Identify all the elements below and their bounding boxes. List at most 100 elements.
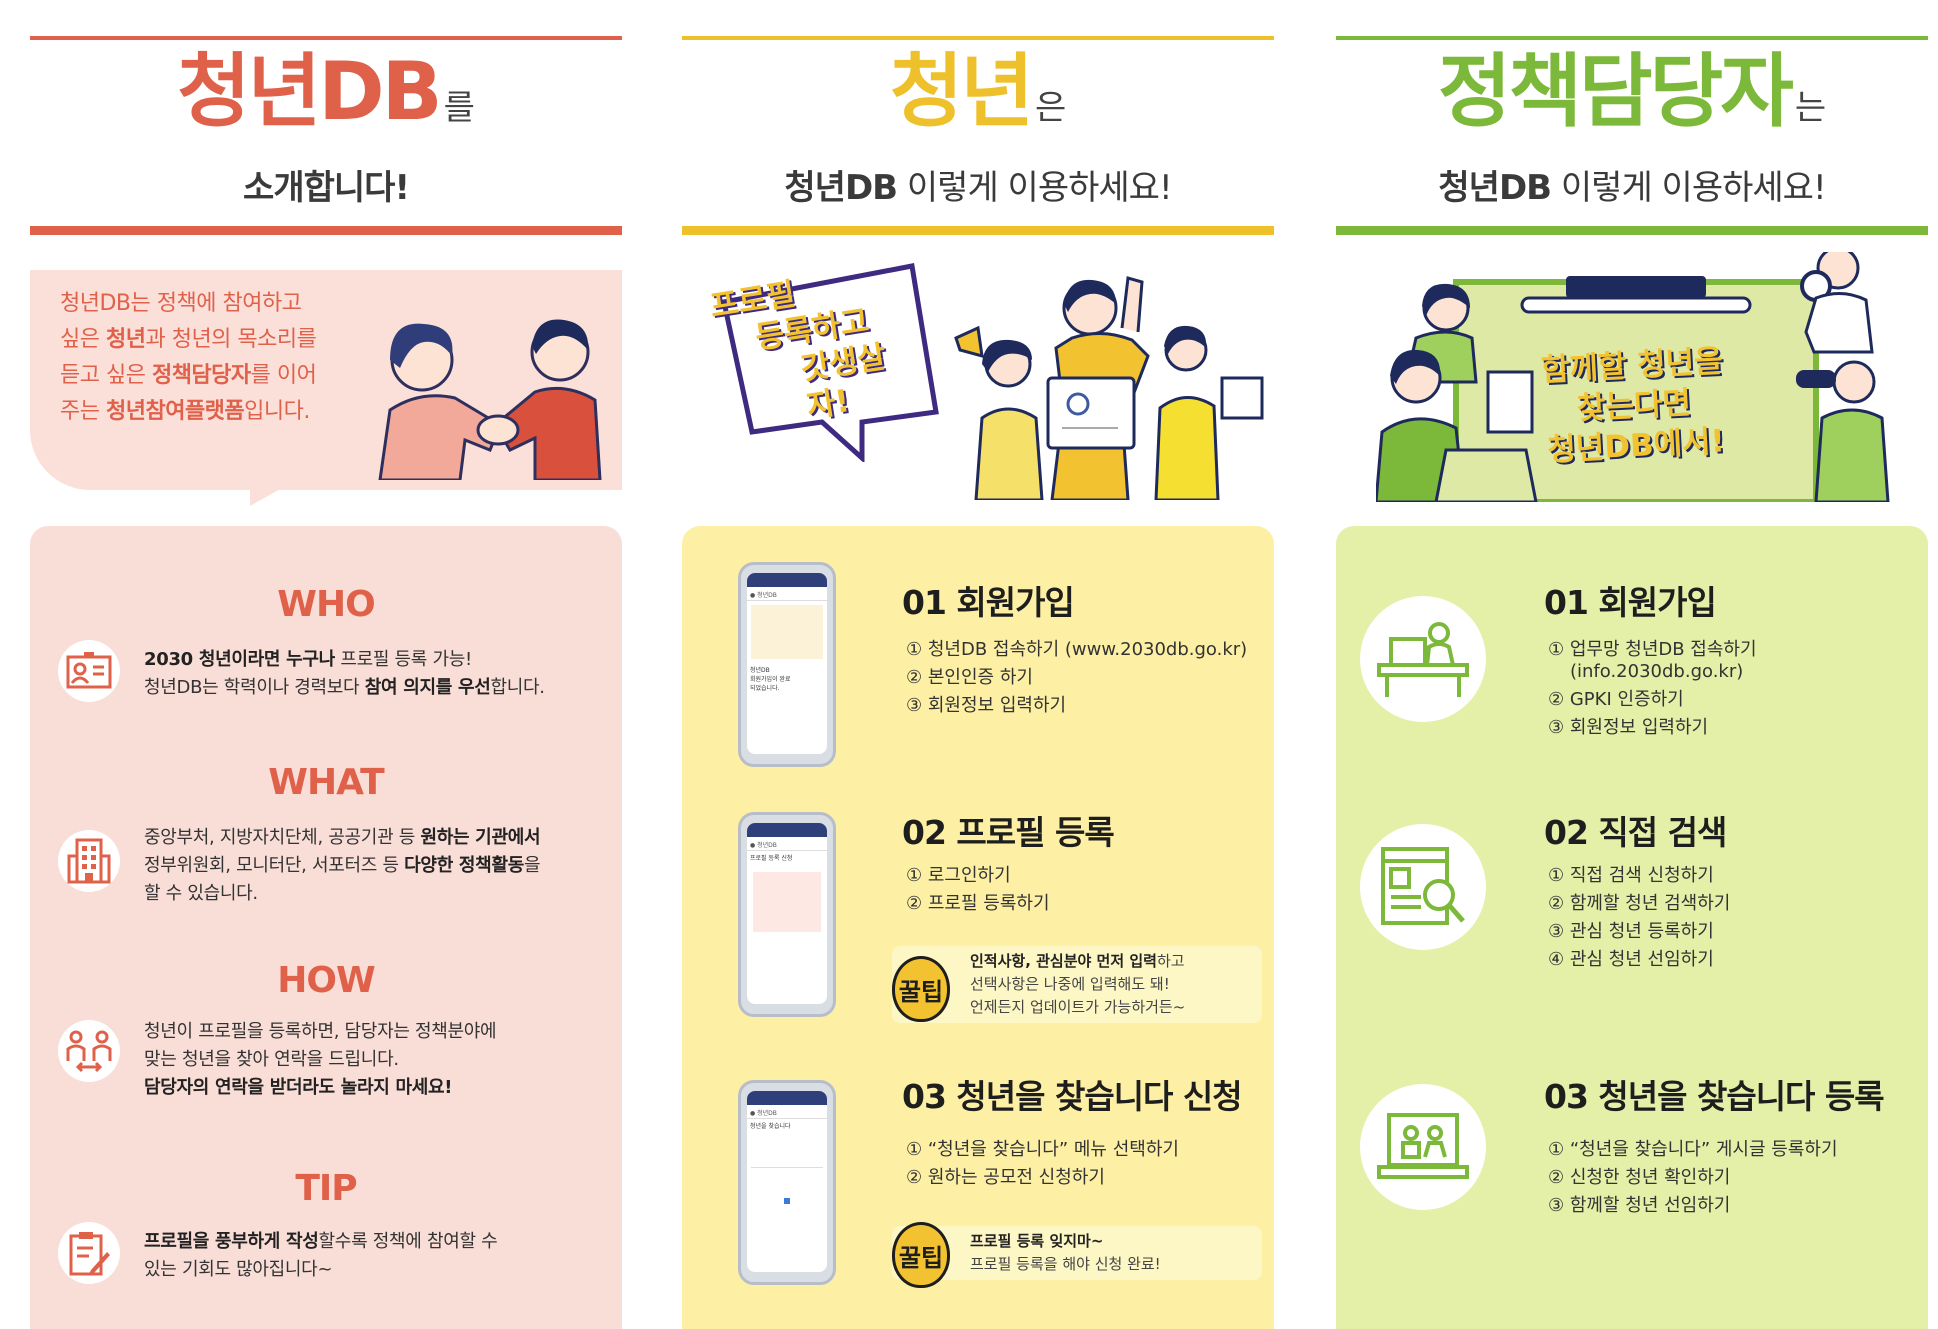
step-item: ② 프로필 등록하기 — [906, 893, 1050, 914]
phone-text: 회원가입이 완료 — [750, 676, 791, 683]
how-title: HOW — [277, 960, 375, 1001]
phone-text: 프로필 등록 신청 — [750, 855, 793, 862]
what-line: 중앙부처, 지방자치단체, 공공기관 등 — [144, 827, 421, 848]
step-item: ③ 관심 청년 등록하기 — [1548, 921, 1714, 942]
who-title: WHO — [277, 584, 375, 625]
laptop-people-icon — [1360, 1084, 1486, 1210]
phone-text: 청년DB — [750, 667, 770, 674]
intro-line: 과 청년의 목소리를 — [145, 327, 317, 352]
step-item: ② GPKI 인증하기 — [1548, 689, 1684, 710]
how-line: 맞는 청년을 찾아 연락을 드립니다. — [144, 1049, 399, 1070]
board-text: 함께할 청년을 찾는다면 청년DB에서! — [1511, 340, 1757, 472]
subheading-text: 소개합니다! — [243, 168, 410, 208]
intro-emph: 청년 — [105, 327, 146, 352]
phone-screenshot-apply: ● 청년DB 청년을 찾습니다 — [738, 1080, 836, 1285]
step-item: ③ 함께할 청년 선임하기 — [1548, 1195, 1731, 1216]
intro-emph: 청년참여플랫폼 — [105, 399, 245, 424]
people-exchange-icon — [58, 1020, 120, 1082]
tip-emph: 인적사항, 관심분야 먼저 입력 — [970, 952, 1157, 970]
youth-people-illustration — [954, 276, 1264, 500]
officer-subheading: 청년DB 이렇게 이용하세요! — [1336, 160, 1928, 209]
tip-emph: 프로필을 풍부하게 작성 — [144, 1231, 319, 1252]
intro-line: 싶은 — [60, 327, 106, 352]
who-emph: 참여 의지를 우선 — [364, 677, 491, 698]
step-list-signup: ① 업무망 청년DB 접속하기 (info.2030db.go.kr) ② GP… — [1548, 636, 1757, 742]
what-line: 을 — [523, 855, 541, 876]
bottom-rule — [30, 226, 622, 235]
bottom-rule — [1336, 226, 1928, 235]
step-title-search: 02 직접 검색 — [1544, 813, 1727, 852]
step-item: ① “청년을 찾습니다” 게시글 등록하기 — [1548, 1139, 1838, 1160]
badge-label: 꿀팁 — [898, 977, 944, 1006]
honey-tip-badge: 꿀팁 — [892, 956, 950, 1022]
step-title-signup: 01 회원가입 — [902, 583, 1075, 622]
who-text: 2030 청년이라면 누구나 프로필 등록 가능! 청년DB는 학력이나 경력보… — [144, 646, 604, 702]
step-title-post: 03 청년을 찾습니다 등록 — [1544, 1077, 1885, 1116]
intro-line: 입니다. — [244, 399, 310, 424]
building-icon — [58, 830, 120, 892]
youth-subheading: 청년DB 이렇게 이용하세요! — [682, 160, 1274, 209]
step-list-apply: ① “청년을 찾습니다” 메뉴 선택하기 ② 원하는 공모전 신청하기 — [906, 1136, 1179, 1192]
step-item: ④ 관심 청년 선임하기 — [1548, 949, 1714, 970]
tip-line: 프로필 등록을 해야 신청 완료! — [970, 1255, 1161, 1273]
profile-bubble-illustration — [721, 263, 939, 462]
step-item: ① 청년DB 접속하기 (www.2030db.go.kr) — [906, 639, 1248, 660]
what-emph: 다양한 정책활동 — [404, 855, 524, 876]
tip-text: 프로필을 풍부하게 작성할수록 정책에 참여할 수 있는 기회도 많아집니다~ — [144, 1228, 604, 1284]
speech-tail — [250, 478, 300, 506]
bottom-rule — [682, 226, 1274, 235]
tip-title: TIP — [295, 1168, 357, 1209]
phone-screenshot-profile: ● 청년DB 프로필 등록 신청 — [738, 812, 836, 1017]
what-line: 정부위원회, 모니터단, 서포터즈 등 — [144, 855, 405, 876]
desk-worker-icon — [1360, 596, 1486, 722]
top-rule — [30, 36, 622, 40]
step-item: (info.2030db.go.kr) — [1570, 661, 1744, 682]
phone-text: 되었습니다. — [750, 685, 780, 692]
tip-line: 선택사항은 나중에 입력해도 돼! — [970, 975, 1170, 993]
intro-emph: 정책담당자 — [151, 363, 251, 388]
honey-tip-box: 인적사항, 관심분야 먼저 입력하고 선택사항은 나중에 입력해도 돼! 언제든… — [892, 946, 1262, 1023]
step-item: ① 직접 검색 신청하기 — [1548, 865, 1714, 886]
honey-tip-box: 프로필 등록 잊지마~ 프로필 등록을 해야 신청 완료! — [892, 1226, 1262, 1280]
intro-text: 청년DB는 정책에 참여하고 싶은 청년과 청년의 목소리를 듣고 싶은 정책담… — [60, 286, 390, 430]
document-search-icon — [1360, 824, 1486, 950]
step-list-search: ① 직접 검색 신청하기 ② 함께할 청년 검색하기 ③ 관심 청년 등록하기 … — [1548, 862, 1730, 974]
top-rule — [682, 36, 1274, 40]
what-title: WHAT — [268, 762, 384, 803]
step-list-profile: ① 로그인하기 ② 프로필 등록하기 — [906, 862, 1050, 918]
what-text: 중앙부처, 지방자치단체, 공공기관 등 원하는 기관에서 정부위원회, 모니터… — [144, 824, 604, 908]
info-panel — [30, 526, 622, 1329]
intro-line: 듣고 싶은 — [60, 363, 152, 388]
subheading-text: 이렇게 이용하세요! — [897, 168, 1173, 208]
tip-line: 언제든지 업데이트가 가능하거든~ — [970, 998, 1186, 1016]
step-item: ① “청년을 찾습니다” 메뉴 선택하기 — [906, 1139, 1179, 1160]
heading-big: 정책담당자 — [1437, 45, 1794, 138]
intro-line: 를 이어 — [250, 363, 317, 388]
heading-big: 청년DB — [177, 45, 443, 138]
intro-subheading: 소개합니다! — [30, 160, 622, 209]
step-title-apply: 03 청년을 찾습니다 신청 — [902, 1077, 1243, 1116]
badge-label: 꿀팁 — [898, 1243, 944, 1272]
tip-line: 하고 — [1156, 952, 1185, 970]
step-item: ② 함께할 청년 검색하기 — [1548, 893, 1731, 914]
id-card-icon — [58, 640, 120, 702]
subheading-bold: 청년DB — [784, 168, 898, 208]
step-item: ① 로그인하기 — [906, 865, 1011, 886]
handshake-illustration — [378, 319, 602, 480]
bubble-text: 프로필 등록하고 갓생살자! — [707, 257, 928, 438]
tip-line: 할수록 정책에 참여할 수 — [318, 1231, 498, 1252]
step-title-signup: 01 회원가입 — [1544, 583, 1717, 622]
step-item: ③ 회원정보 입력하기 — [1548, 717, 1709, 738]
how-line: 청년이 프로필을 등록하면, 담당자는 정책분야에 — [144, 1021, 497, 1042]
heading-big: 청년 — [889, 45, 1034, 138]
tip-emph: 프로필 등록 잊지마~ — [970, 1232, 1104, 1250]
who-line: 프로필 등록 가능! — [334, 649, 472, 670]
heading-suffix: 는 — [1794, 88, 1827, 128]
intro-line: 청년DB는 정책에 참여하고 — [60, 291, 302, 316]
who-line: 합니다. — [490, 677, 546, 698]
